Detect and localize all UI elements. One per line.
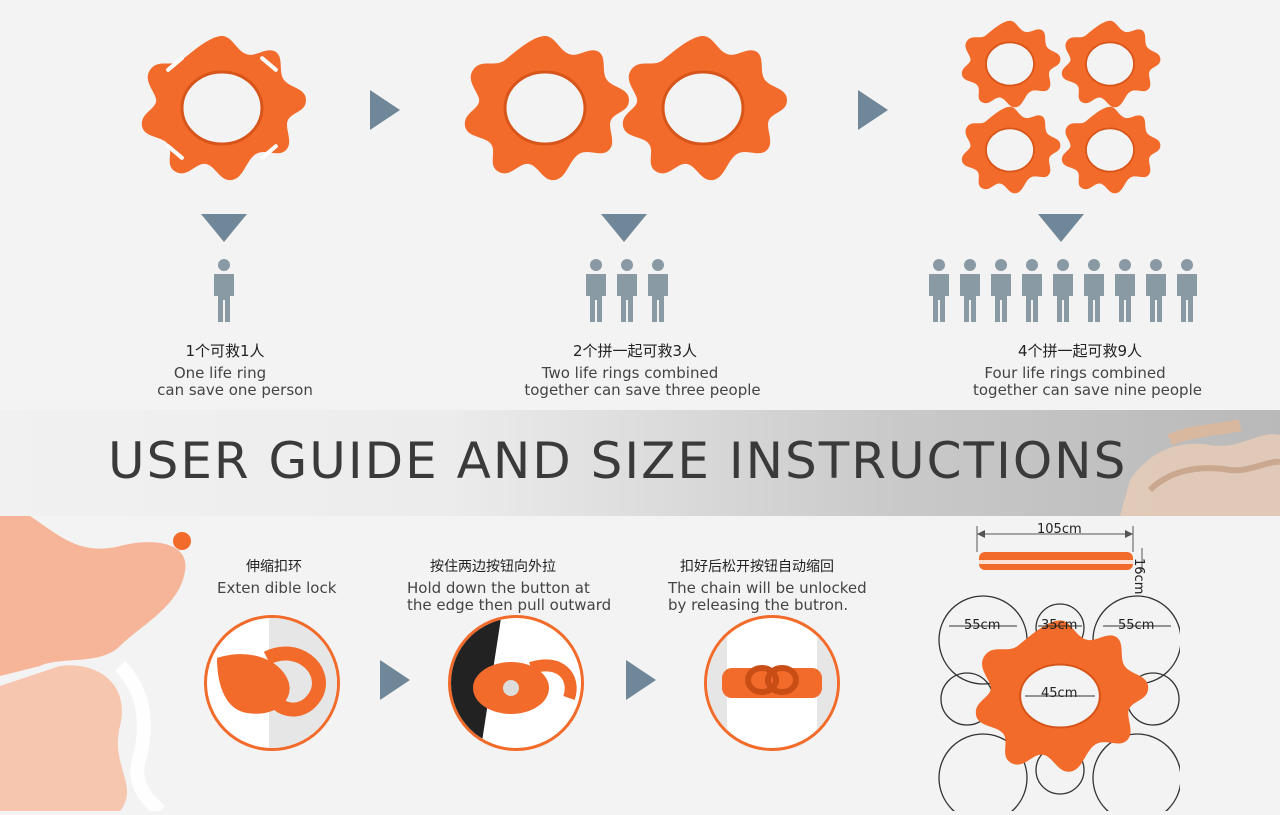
person-icon <box>988 258 1014 328</box>
person-icon <box>926 258 952 328</box>
right-circle-label: 55cm <box>1118 618 1155 633</box>
panel3-zh: 4个拼一起可救9人 <box>1017 342 1143 360</box>
panel1-en-line1: One life ring <box>173 364 267 382</box>
arrow-down-icon <box>1038 214 1084 242</box>
two-life-rings <box>458 28 798 188</box>
panel3-en-line2: together can save nine people <box>973 381 1202 399</box>
step2-zh: 按住两边按钮向外拉 <box>430 559 556 575</box>
panel3-en-line1: Four life rings combined <box>984 364 1166 382</box>
arrow-down-icon <box>201 214 247 242</box>
arrow-down-icon <box>601 214 647 242</box>
step2-en-line2: the edge then pull outward <box>407 596 612 614</box>
person-icon <box>1112 258 1138 328</box>
panel2-zh: 2个拼一起可救3人 <box>572 342 698 360</box>
decorative-ring-background <box>0 516 200 815</box>
height-label: 16cm <box>1131 558 1146 595</box>
length-label: 105cm <box>1037 522 1082 537</box>
arrow-right-icon <box>380 660 410 700</box>
person-icon <box>1050 258 1076 328</box>
step2-en-line1: Hold down the button at <box>407 579 590 597</box>
left-circle-label: 55cm <box>964 618 1001 633</box>
person-icon <box>1019 258 1045 328</box>
arrow-right-icon <box>858 90 888 130</box>
panel2-en-line1: Two life rings combined <box>541 364 719 382</box>
person-icon <box>211 258 237 328</box>
hands-image <box>1110 410 1280 516</box>
arrow-right-icon <box>626 660 656 700</box>
panel2-en-line2: together can save three people <box>524 381 761 399</box>
person-icon <box>1174 258 1200 328</box>
step1-lock-image <box>204 615 340 751</box>
inner-diameter-label: 45cm <box>1041 686 1078 701</box>
step1-zh: 伸缩扣环 <box>246 559 302 575</box>
panel1-en-line2: can save one person <box>157 381 313 399</box>
people-group-9 <box>926 258 1200 328</box>
person-icon <box>583 258 609 328</box>
arrow-right-icon <box>370 90 400 130</box>
mid-circle-label: 35cm <box>1041 618 1078 633</box>
step3-zh: 扣好后松开按钮自动缩回 <box>680 559 834 575</box>
step1-en-line1: Exten dible lock <box>217 579 337 597</box>
page-title: USER GUIDE AND SIZE INSTRUCTIONS <box>108 432 1128 490</box>
step3-en-line2: by releasing the butron. <box>668 596 849 614</box>
step2-button-image <box>448 615 584 751</box>
person-icon <box>957 258 983 328</box>
title-banner <box>0 410 1280 516</box>
step3-en-line1: The chain will be unlocked <box>668 579 867 597</box>
person-icon <box>1143 258 1169 328</box>
four-life-rings <box>958 18 1163 198</box>
people-group-3 <box>583 258 671 328</box>
person-icon <box>614 258 640 328</box>
person-icon <box>645 258 671 328</box>
single-life-ring <box>135 28 310 188</box>
step3-locked-image <box>704 615 840 751</box>
panel1-zh: 1个可救1人 <box>185 342 265 360</box>
people-group-1 <box>211 258 237 328</box>
person-icon <box>1081 258 1107 328</box>
